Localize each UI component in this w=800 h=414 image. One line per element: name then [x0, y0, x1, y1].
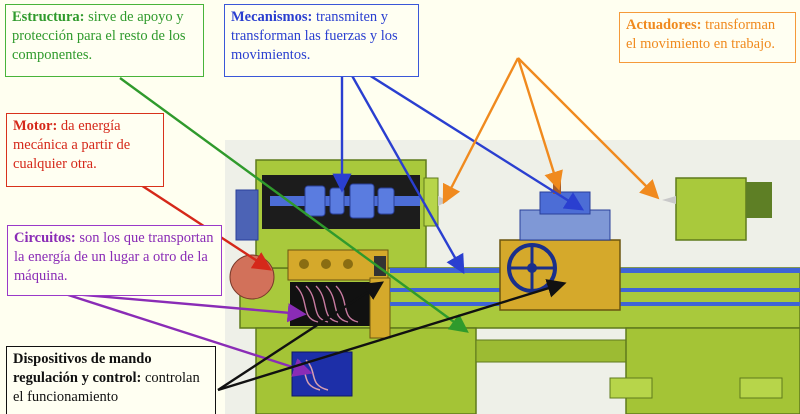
label-actuadores-title: Actuadores: — [626, 17, 702, 33]
label-estructura-text: sirve de apoyo y protección para el rest… — [12, 9, 186, 63]
leader-actuadores-2 — [516, 57, 563, 191]
label-dispositivos-text: controlan el funcionamiento — [13, 370, 200, 405]
leader-dispositivos-2 — [217, 279, 567, 392]
leader-estructura — [119, 77, 469, 333]
lathe-right-pedestal — [625, 327, 800, 414]
motor-housing — [235, 189, 259, 241]
cross-slide — [519, 209, 611, 241]
apron — [499, 239, 621, 311]
label-motor-text: da energía mecánica a partir de cualquie… — [13, 118, 131, 172]
label-circuitos: Circuitos: son los que transportan la en… — [7, 225, 222, 296]
tailstock-handwheel — [746, 182, 772, 218]
label-dispositivos-title: Dispositivos de mando regulación y contr… — [13, 351, 152, 386]
label-actuadores-text: transforman el movimiento en trabajo. — [626, 17, 776, 52]
leader-actuadores-1 — [442, 57, 520, 205]
leader-mecanismos-3 — [341, 56, 585, 211]
panel-knob-3 — [343, 259, 353, 269]
pedestal-panel — [609, 377, 653, 399]
label-mecanismos: Mecanismos: transmiten y transforman las… — [224, 4, 419, 77]
label-actuadores: Actuadores: transforman el movimiento en… — [619, 12, 796, 63]
label-motor-title: Motor: — [13, 118, 58, 134]
panel-knob-1 — [299, 259, 309, 269]
leader-actuadores-3 — [517, 57, 660, 200]
leader-mecanismos-2 — [340, 57, 465, 275]
gear-4 — [377, 187, 395, 215]
gear-1 — [304, 185, 326, 217]
spindle-shaft — [270, 196, 420, 206]
panel-knob-2 — [321, 259, 331, 269]
tailstock-center — [662, 196, 676, 204]
label-circuitos-text: son los que transportan la energía de un… — [14, 230, 214, 284]
label-mecanismos-title: Mecanismos: — [231, 9, 313, 25]
gear-3 — [349, 183, 375, 219]
label-circuitos-title: Circuitos: — [14, 230, 76, 246]
pedestal-panel-right — [739, 377, 783, 399]
leader-dispositivos-1 — [217, 281, 385, 392]
leader-circuitos-1 — [61, 291, 307, 323]
label-mecanismos-text: transmiten y transforman las fuerzas y l… — [231, 9, 398, 63]
label-motor: Motor: da energía mecánica a partir de c… — [6, 113, 164, 187]
label-estructura: Estructura: sirve de apoyo y protección … — [5, 4, 204, 77]
label-estructura-title: Estructura: — [12, 9, 85, 25]
label-dispositivos: Dispositivos de mando regulación y contr… — [6, 346, 216, 414]
